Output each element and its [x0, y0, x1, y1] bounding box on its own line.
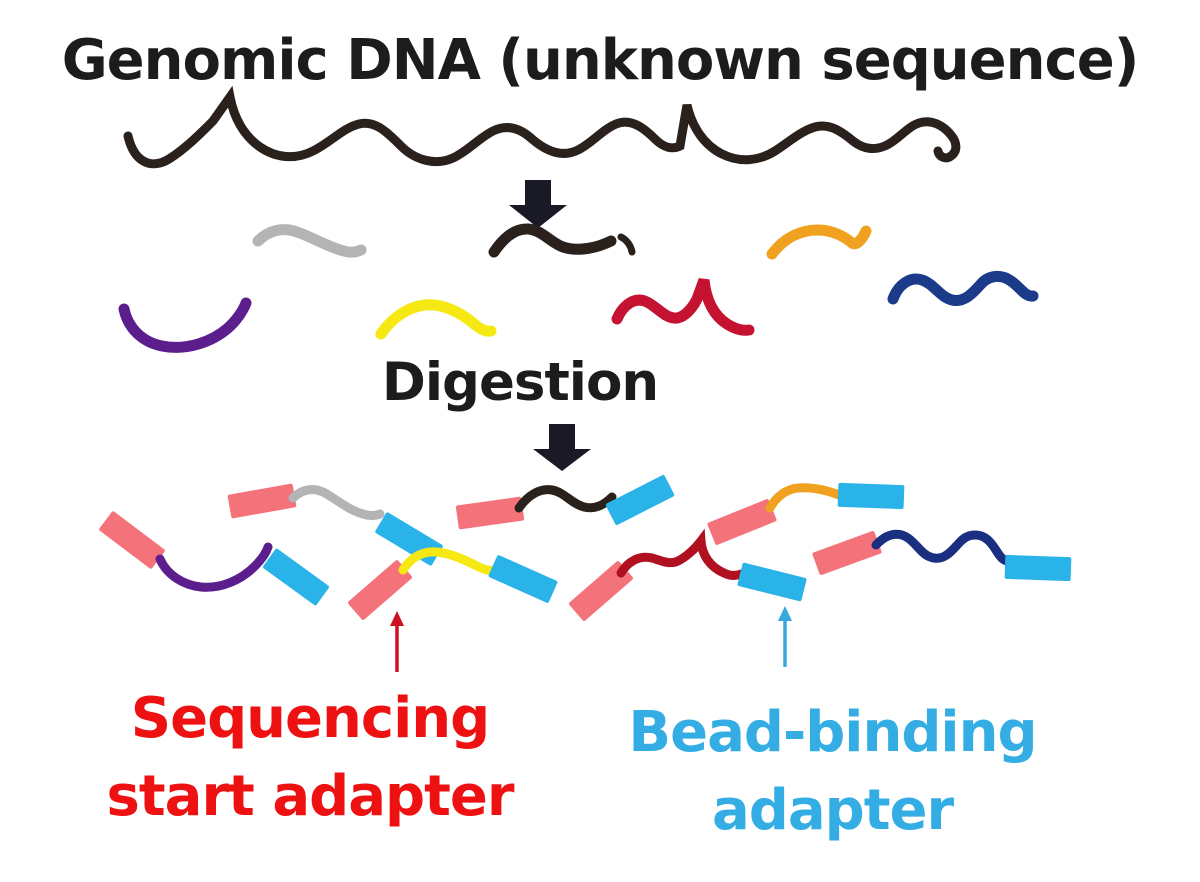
sequencing-start-adapter	[348, 560, 412, 620]
sequencing-start-adapter	[812, 531, 882, 575]
bead-binding-adapter	[488, 555, 558, 603]
fragment-purple-core	[155, 542, 273, 592]
red-pointer-head	[390, 611, 404, 626]
diagram-title: Genomic DNA (unknown sequence)	[61, 28, 1140, 93]
fragment-orange	[766, 224, 872, 260]
fragment-gray-core	[288, 485, 385, 520]
fragment-navy-core	[871, 529, 1012, 566]
fragment-red	[611, 278, 755, 336]
adapted-fragment-orange	[707, 482, 905, 545]
down-arrow-icon	[509, 180, 567, 228]
fragment-orange-core	[765, 483, 844, 513]
adapted-fragment-navy	[812, 529, 1072, 582]
fragment-yellow	[375, 299, 497, 340]
fragment-navy	[887, 271, 1039, 307]
bead-binding-adapter-label-line1: Bead-binding	[628, 700, 1037, 765]
fragment-black-core	[514, 485, 617, 513]
down-arrow-icon	[533, 424, 591, 471]
cyan-pointer-head	[778, 606, 792, 621]
sequencing-start-adapter	[707, 499, 777, 545]
bead-binding-adapter-label: Bead-binding adapter	[560, 694, 1105, 850]
adapted-fragment-black	[455, 475, 675, 530]
bead-binding-adapter	[1004, 554, 1072, 582]
cyan-pointer-arrow-icon	[778, 606, 792, 667]
sequencing-start-adapter-label-line2: start adapter	[106, 764, 515, 829]
bead-binding-adapter	[837, 482, 905, 510]
fragment-purple	[118, 297, 252, 353]
adapted-fragment-yellow	[348, 547, 558, 620]
adapted-fragment-purple	[99, 511, 329, 606]
fragment-gray	[252, 224, 367, 258]
bead-binding-adapter-label-line2: adapter	[711, 778, 954, 843]
bead-binding-adapter	[263, 548, 329, 606]
sequencing-start-adapter	[99, 511, 165, 569]
bead-binding-adapter	[605, 475, 675, 525]
sequencing-start-adapter-label-line1: Sequencing	[130, 686, 490, 751]
red-pointer-arrow-icon	[390, 611, 404, 672]
fragment-yellow-core	[398, 547, 499, 575]
fragment-red-core	[616, 528, 746, 580]
adapted-fragment-red	[569, 528, 807, 621]
digestion-label: Digestion	[381, 352, 659, 413]
sequencing-start-adapter	[569, 561, 633, 621]
sequencing-start-adapter	[227, 483, 297, 519]
sequencing-start-adapter-label: Sequencing start adapter	[15, 680, 605, 836]
sequencing-start-adapter	[455, 496, 525, 530]
fragment-black	[488, 223, 617, 258]
fragment-black-tick	[617, 233, 636, 256]
genomic-dna-strand	[123, 85, 961, 169]
bead-binding-adapter	[737, 562, 807, 602]
